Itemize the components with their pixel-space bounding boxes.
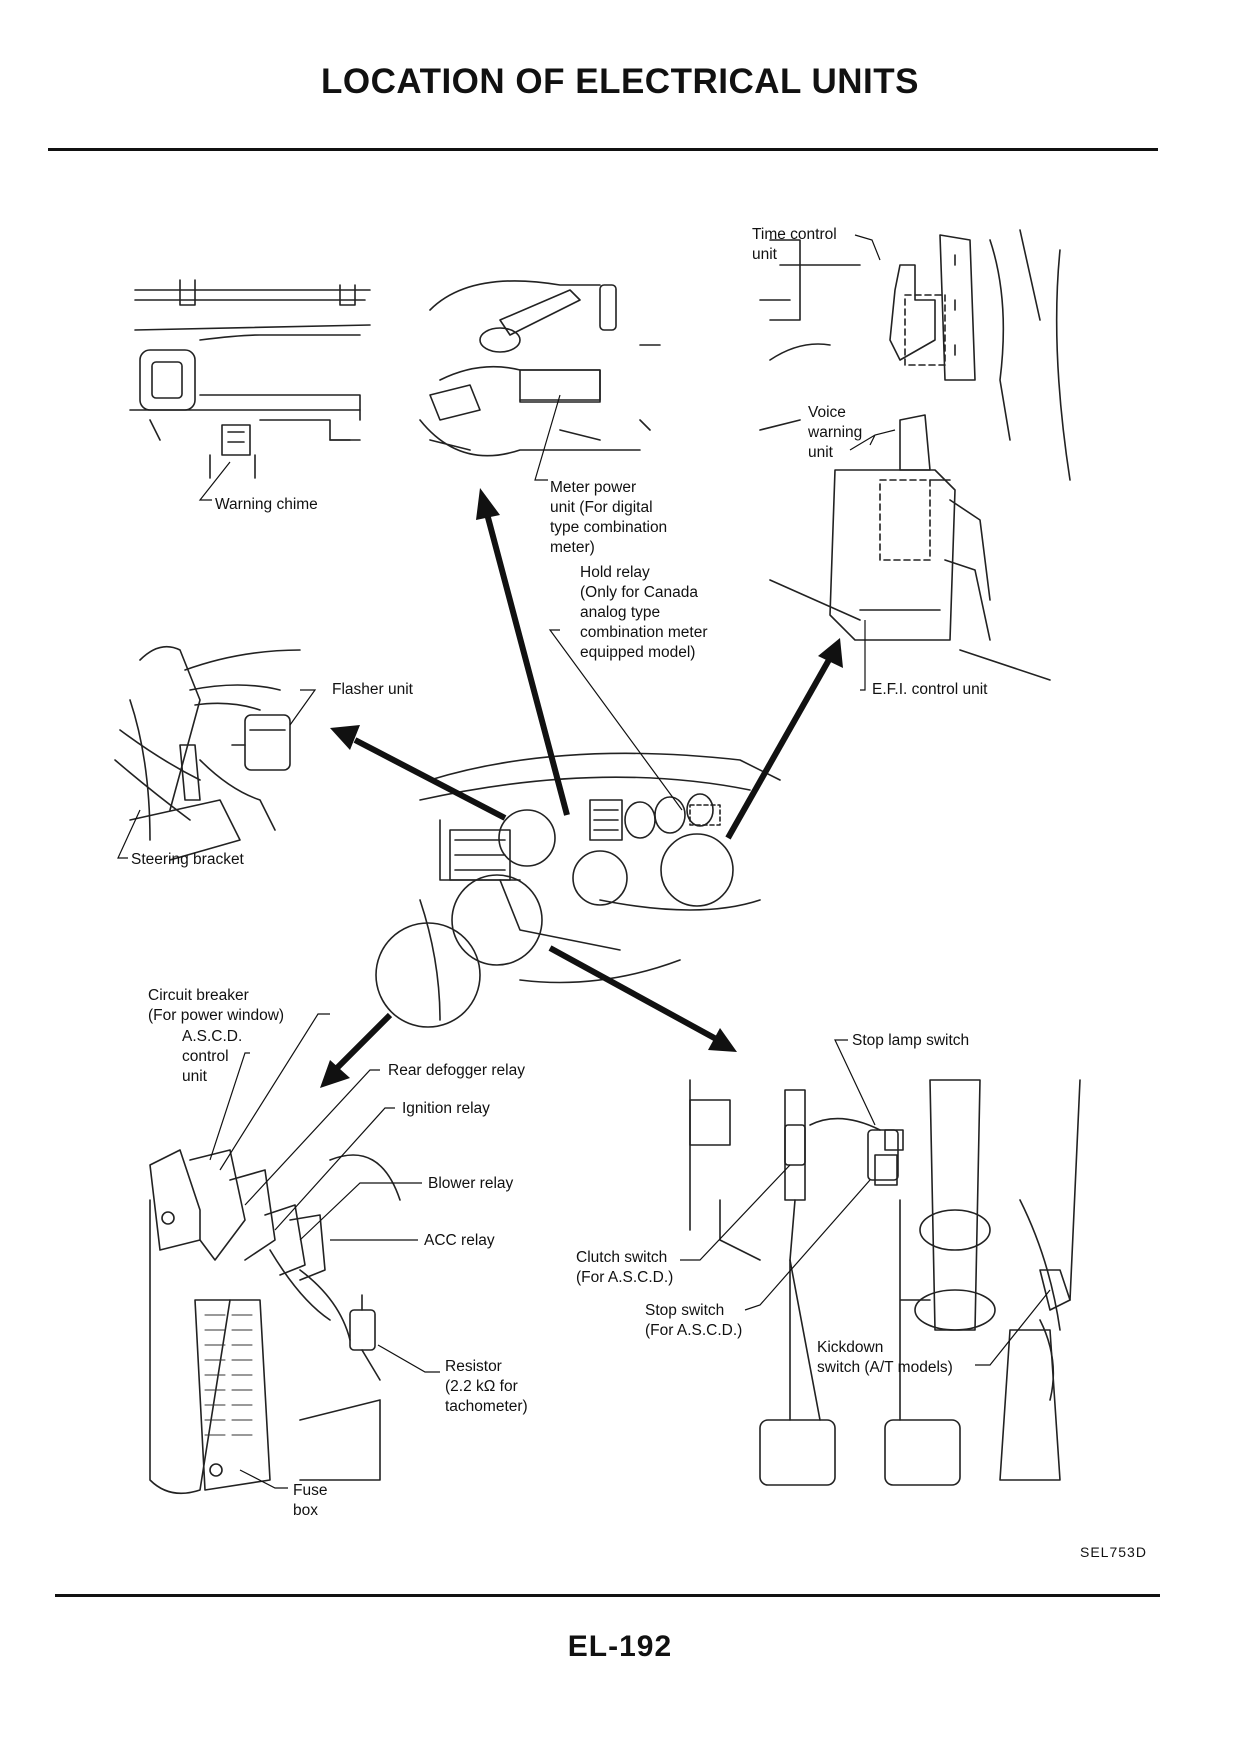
page-number: EL-192 [567,1630,673,1663]
label-kickdown-switch: Kickdown switch (A/T models) [817,1339,953,1376]
label-steering-bracket: Steering bracket [131,851,244,868]
steering-bracket-leader [117,809,141,859]
circuit-breaker-leader [219,1013,330,1171]
label-circuit-breaker: Circuit breaker (For power window) [148,987,285,1024]
label-flasher-unit: Flasher unit [332,681,413,698]
label-fuse-box: Fuse box [293,1482,328,1519]
zoom-circles [375,809,734,1028]
meter-power-unit-drawing [419,280,661,457]
efi-leader [860,620,866,691]
label-meter-power-unit: Meter power unit (For digital type combi… [550,479,668,556]
figure-code: SEL753D [1080,1544,1147,1560]
resistor-leader [377,1344,440,1373]
location-arrows [320,488,843,1088]
label-stop-switch: Stop switch (For A.S.C.D.) [645,1302,743,1339]
time-control-leader [854,234,881,261]
label-warning-chime: Warning chime [215,496,318,513]
label-hold-relay: Hold relay (Only for Canada analog type … [580,564,708,661]
label-ignition-relay: Ignition relay [402,1100,490,1117]
pedal-assembly-drawing [689,1079,1081,1486]
dashboard-drawing [419,752,781,1021]
page-title: LOCATION OF ELECTRICAL UNITS [321,62,919,101]
stop-switch-leader [744,1179,871,1311]
label-stop-lamp-switch: Stop lamp switch [852,1032,970,1049]
relay-fuse-box-drawing [149,1149,401,1495]
stop-lamp-switch-leader [834,1039,876,1126]
blower-leader [299,1182,422,1241]
kickdown-leader [975,1289,1051,1366]
label-time-control-unit: Time control unit [752,226,837,263]
warning-chime-leader [198,461,231,501]
label-efi-control-unit: E.F.I. control unit [872,681,988,698]
label-blower-relay: Blower relay [428,1175,514,1192]
top-rule [48,148,1158,151]
efi-control-unit-drawing [759,229,1071,681]
voice-warning-leader [849,429,896,451]
label-voice-warning-unit: Voice warning unit [808,404,863,461]
ascd-leader [209,1052,250,1161]
bottom-rule [55,1594,1160,1597]
label-clutch-switch: Clutch switch (For A.S.C.D.) [576,1249,674,1286]
rear-defogger-leader [244,1069,380,1206]
label-ascd-control-unit: A.S.C.D. control unit [182,1028,243,1085]
warning-chime-drawing [129,279,371,479]
meter-power-unit-leader [534,394,561,481]
label-acc-relay: ACC relay [424,1232,495,1249]
flasher-unit-drawing [114,645,301,861]
flasher-unit-leader [289,689,317,726]
label-rear-defogger-relay: Rear defogger relay [388,1062,525,1079]
clutch-switch-leader [680,1164,791,1261]
ignition-leader [274,1107,395,1231]
label-resistor: Resistor (2.2 kΩ for tachometer) [445,1358,528,1415]
hold-relay-leader [548,629,683,811]
fuse-box-leader [239,1469,288,1489]
